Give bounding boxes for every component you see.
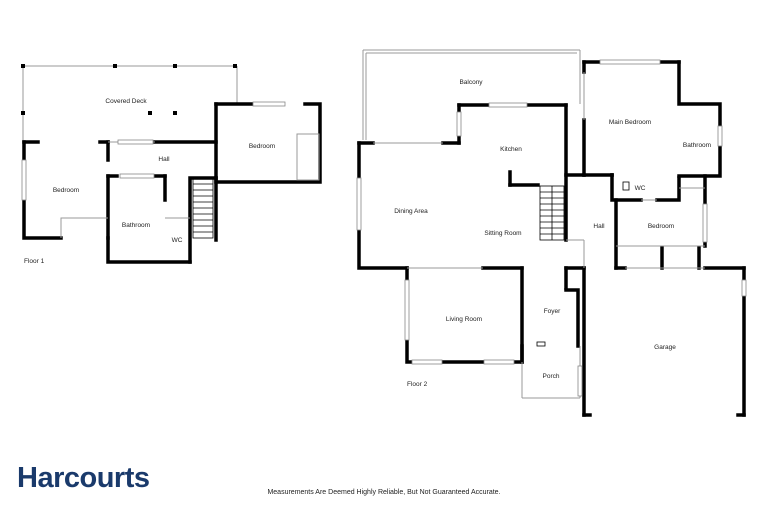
room-label-balcony: Balcony <box>459 79 483 86</box>
covered-deck-outline <box>22 65 238 140</box>
room-label-bedroom: Bedroom <box>53 187 79 194</box>
room-label-sitting-room: Sitting Room <box>484 230 521 237</box>
floor-2-plan: Balcony Main Bedroom Kitchen Bathroom WC… <box>356 49 747 417</box>
room-label-garage: Garage <box>654 344 676 351</box>
room-label-hall: Hall <box>158 156 170 163</box>
room-label-dining-area: Dining Area <box>394 208 428 215</box>
room-label-wc: WC <box>635 185 646 192</box>
floor-2-label: Floor 2 <box>407 381 428 388</box>
balcony-outline <box>362 49 581 140</box>
floor-1-labels: Covered Deck Hall Bedroom Bedroom Bathro… <box>24 98 275 265</box>
room-label-porch: Porch <box>543 373 560 380</box>
room-label-bathroom: Bathroom <box>683 142 711 149</box>
room-label-living-room: Living Room <box>446 316 482 323</box>
floor-1-plan: Covered Deck Hall Bedroom Bedroom Bathro… <box>21 64 322 265</box>
deck-posts <box>21 64 237 115</box>
room-label-bedroom: Bedroom <box>249 143 275 150</box>
floor-1-windows <box>21 101 286 201</box>
room-label-kitchen: Kitchen <box>500 146 522 153</box>
floor-2-stairs <box>539 185 565 241</box>
floor-2-labels: Balcony Main Bedroom Kitchen Bathroom WC… <box>394 79 711 388</box>
floor-2-thin-lines <box>373 72 705 399</box>
harcourts-logo: Harcourts <box>17 462 150 494</box>
room-label-covered-deck: Covered Deck <box>105 98 147 105</box>
room-label-bathroom: Bathroom <box>122 222 150 229</box>
room-label-main-bedroom: Main Bedroom <box>609 119 651 126</box>
room-label-foyer: Foyer <box>544 308 561 315</box>
floor-1-stairs <box>192 177 214 239</box>
floor-1-label: Floor 1 <box>24 258 45 265</box>
floor-2-windows <box>356 59 747 397</box>
room-label-bedroom: Bedroom <box>648 223 674 230</box>
room-label-wc: WC <box>172 237 183 244</box>
room-label-hall: Hall <box>593 223 605 230</box>
floor-2-fixtures <box>536 181 630 347</box>
measurement-disclaimer: Measurements Are Deemed Highly Reliable,… <box>267 489 501 496</box>
